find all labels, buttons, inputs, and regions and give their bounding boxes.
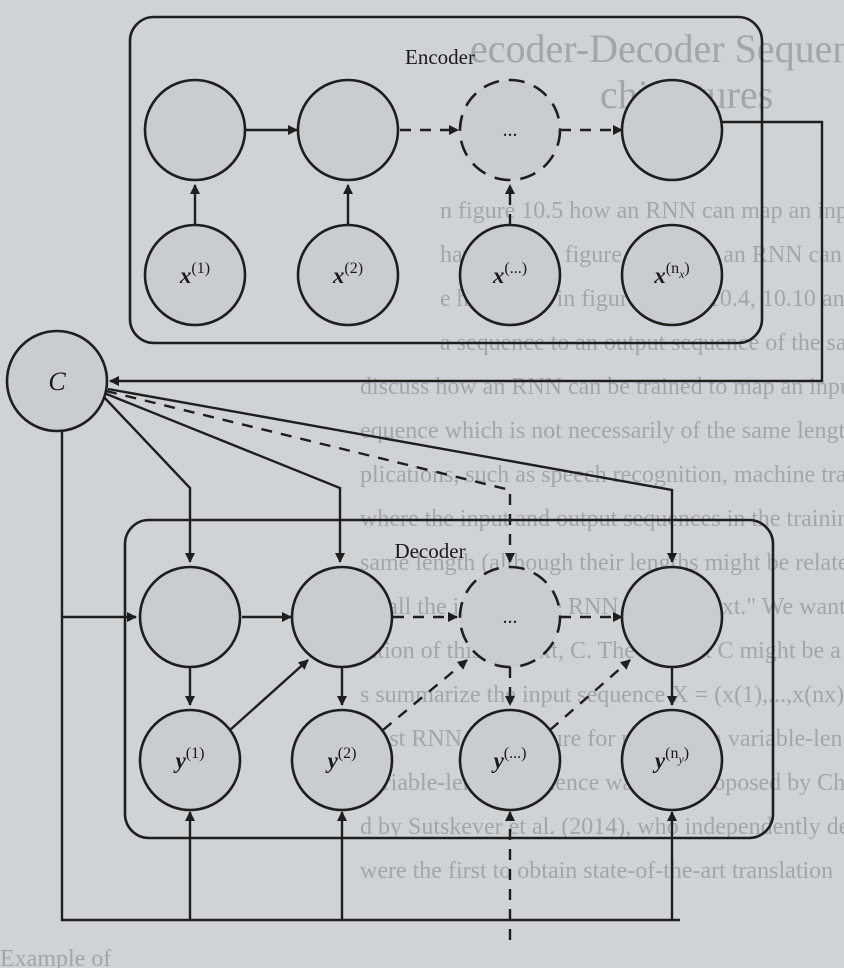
context-label: C	[48, 367, 66, 396]
diagram-edges	[60, 120, 824, 940]
encoder-to-context-edge	[108, 120, 824, 387]
encoder-input-1	[143, 223, 247, 327]
decoder-hidden-1	[138, 565, 242, 669]
background-line: plest RNN architecture for mapping a var…	[360, 726, 844, 752]
y1-to-h2-edge	[229, 659, 309, 731]
decoder-hidden-2	[290, 565, 394, 669]
decoder-title: Decoder	[394, 539, 465, 563]
encoder-input-label-4: x(nx)	[653, 260, 689, 288]
context-to-h4-edge	[107, 387, 678, 564]
encoder-input-3	[458, 223, 562, 327]
decoder-output-label-4: y(ny)	[652, 745, 689, 773]
decoder-box	[123, 518, 775, 840]
background-heading-1: ecoder-Decoder Sequence-to-Sequence	[470, 26, 844, 71]
background-line: discuss how an RNN can be trained to map…	[360, 374, 844, 400]
decoder-hidden-4	[620, 565, 724, 669]
decoder-output-1	[138, 708, 242, 812]
context-down-line	[60, 432, 680, 922]
encoder-input-4	[620, 223, 724, 327]
background-line: n figure 10.5 how an RNN can map an inpu…	[440, 198, 844, 224]
encoder-input-label-2: x(2)	[332, 260, 363, 288]
background-line: tation of this context, C. The context C…	[360, 638, 844, 664]
y3-to-h4-edge	[549, 659, 631, 731]
encoder-box	[128, 15, 764, 345]
background-line: were the first to obtain state-of-the-ar…	[360, 858, 833, 884]
decoder-output-label-2: y(2)	[325, 745, 357, 773]
encoder-title: Encoder	[405, 45, 475, 69]
background-line: s summarize the input sequence X = (x(1)…	[360, 682, 844, 708]
context-node	[5, 329, 109, 433]
background-line: same length (although their lengths migh…	[360, 550, 844, 576]
decoder-output-3	[458, 708, 562, 812]
background-page-text: ecoder-Decoder Sequence-to-Sequence chit…	[0, 26, 844, 968]
decoder-output-2	[290, 708, 394, 812]
context-to-h3-edge	[105, 389, 516, 564]
encoder-ellipsis: ...	[503, 119, 518, 141]
background-line: Example of	[0, 946, 111, 968]
background-line: plications, such as speech recognition, …	[360, 462, 844, 488]
decoder-output-label-1: y(1)	[173, 745, 205, 773]
diagram-nodes: ... x(1) x(2) x(...) x(nx) C... y(1) y(2) y(...)…	[5, 78, 724, 812]
encoder-input-label-3: x(...)	[492, 260, 527, 288]
encoder-hidden-4	[620, 78, 724, 182]
background-line: d by Sutskever et al. (2014), who indepe…	[360, 814, 844, 840]
encoder-hidden-2	[296, 78, 400, 182]
background-line: variable-length sequence was first propo…	[360, 770, 844, 796]
context-to-h2-edge	[103, 391, 346, 564]
encoder-hidden-3	[458, 78, 562, 182]
decoder-output-4	[620, 708, 724, 812]
encoder-input-label-1: x(1)	[179, 260, 210, 288]
background-line: e call the input to the RNN the "context…	[360, 594, 844, 620]
decoder-ellipsis: ...	[503, 606, 518, 628]
encoder-input-2	[296, 223, 400, 327]
encoder-hidden-1	[143, 78, 247, 182]
context-to-h1-edge	[101, 394, 196, 564]
decoder-hidden-3	[458, 565, 562, 669]
decoder-output-label-3: y(...)	[491, 745, 527, 773]
background-line: equence which is not necessarily of the …	[360, 418, 844, 444]
